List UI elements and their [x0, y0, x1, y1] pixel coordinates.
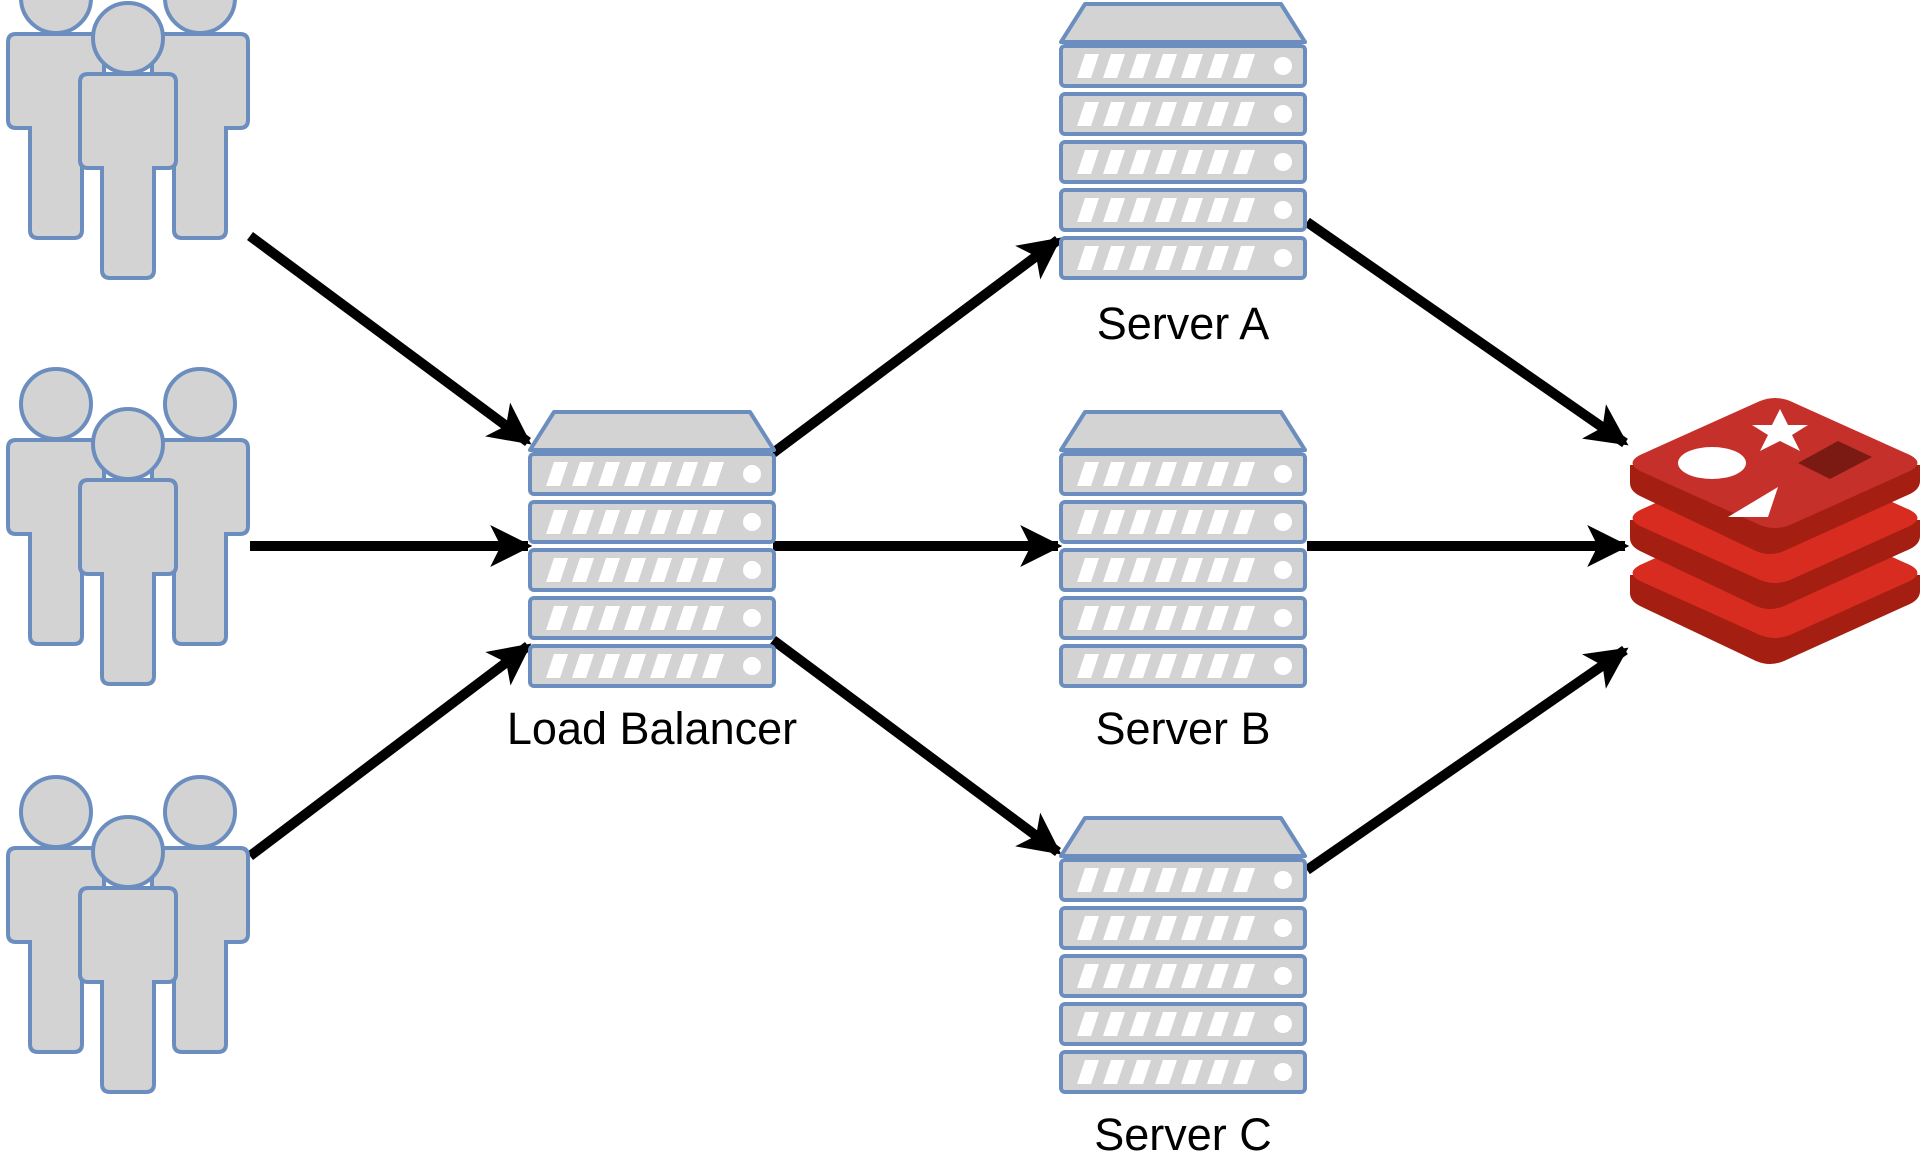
- arrow-server-c-to-datastore: [1304, 645, 1629, 875]
- load-balancer-icon: [530, 412, 774, 686]
- arrow-server-a-to-datastore: [1304, 217, 1629, 448]
- server-b-label: Server B: [1095, 703, 1270, 754]
- server-a-icon: [1061, 4, 1305, 278]
- load-balancer-label: Load Balancer: [507, 703, 797, 754]
- users-group-icon: [8, 0, 248, 278]
- arrow-users-bottom-to-lb: [246, 642, 532, 860]
- arrow-lb-to-server-a: [770, 235, 1062, 458]
- server-b-icon: [1061, 412, 1305, 686]
- arrow-users-top-to-lb: [247, 231, 532, 447]
- server-a-label: Server A: [1097, 298, 1270, 349]
- redis-icon: [1630, 398, 1920, 664]
- server-c-icon: [1061, 818, 1305, 1092]
- arrow-lb-to-server-c: [770, 635, 1062, 857]
- users-group-icon: [8, 369, 248, 684]
- connections: [246, 217, 1630, 875]
- users-group-icon: [8, 777, 248, 1092]
- server-c-label: Server C: [1094, 1109, 1272, 1160]
